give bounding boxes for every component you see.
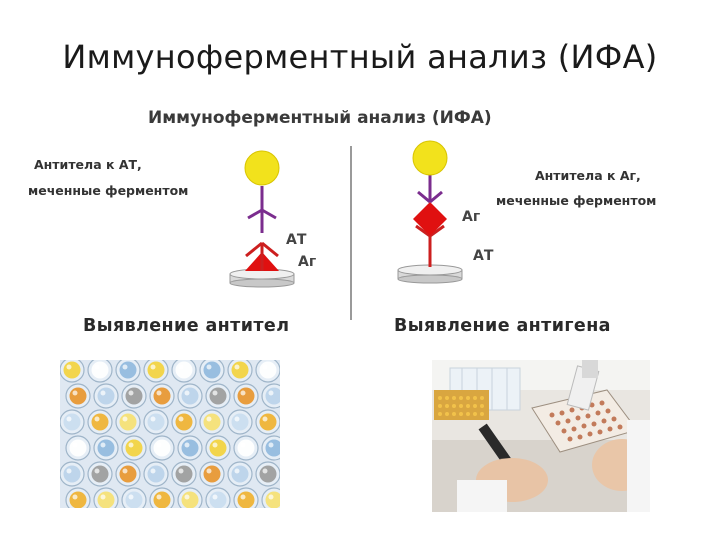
right-antibody-label-line1: Антитела к Аг, [535,168,641,183]
right-at-label: АТ [473,248,494,264]
right-purple-antibody [417,174,443,204]
left-antibody-label-line2: меченные ферментом [28,183,189,198]
lab-pipetting-photo [432,360,650,512]
left-red-antibody [245,241,279,271]
diagram-subtitle: Иммуноферментный анализ (ИФА) [148,108,492,128]
left-antigen [245,252,279,271]
microplate-wells-photo [60,360,280,508]
left-purple-antibody [247,186,277,233]
right-antibody-label-line2: меченные ферментом [496,193,657,208]
left-antibody-label-line1: Антитела к АТ, [34,157,142,172]
right-enzyme [412,140,448,176]
right-schematic [397,140,463,284]
left-plate [229,268,295,288]
right-caption: Выявление антигена [394,316,611,336]
left-schematic [229,150,295,288]
left-ag-label: Аг [298,254,317,270]
right-antigen [413,202,447,236]
left-enzyme [244,150,280,186]
slide-title: Иммуноферментный анализ (ИФА) [62,38,658,76]
left-caption: Выявление антител [83,316,290,336]
right-red-antibody [415,224,445,267]
right-ag-label: Аг [462,209,481,225]
right-plate [397,264,463,284]
left-at-label: АТ [286,232,307,248]
